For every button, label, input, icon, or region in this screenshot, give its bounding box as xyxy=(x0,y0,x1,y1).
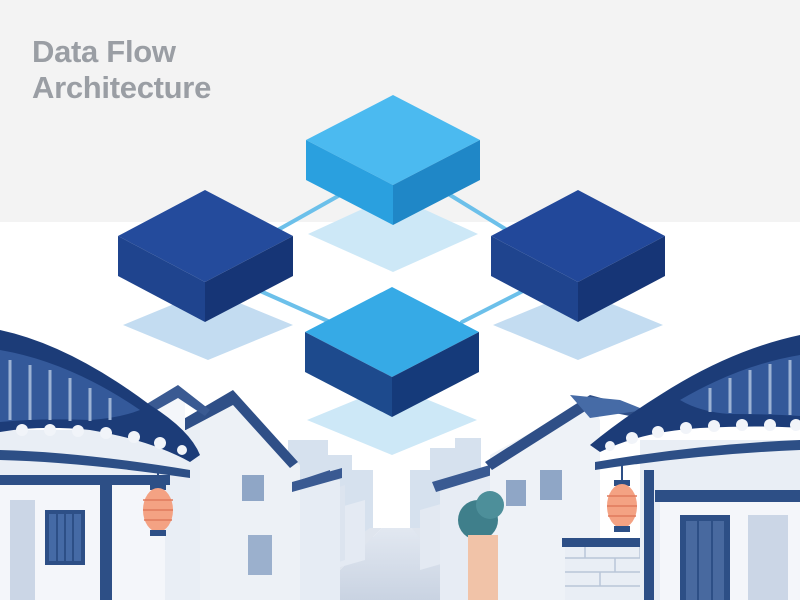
node-reflections xyxy=(123,195,663,455)
node-left xyxy=(118,190,293,322)
lantern-right xyxy=(607,462,637,532)
node-bottom xyxy=(305,287,479,417)
node-top xyxy=(306,95,480,225)
title-line-1: Data Flow xyxy=(32,34,176,69)
diagram-title: Data Flow Architecture xyxy=(32,34,211,106)
street-road xyxy=(310,528,470,600)
connector-right-bottom xyxy=(460,288,527,324)
title-line-2: Architecture xyxy=(32,70,212,105)
connector-left-bottom xyxy=(256,288,332,324)
lantern-left xyxy=(143,468,173,536)
right-buildings xyxy=(420,335,800,600)
node-right xyxy=(491,190,665,322)
left-buildings xyxy=(0,330,365,600)
